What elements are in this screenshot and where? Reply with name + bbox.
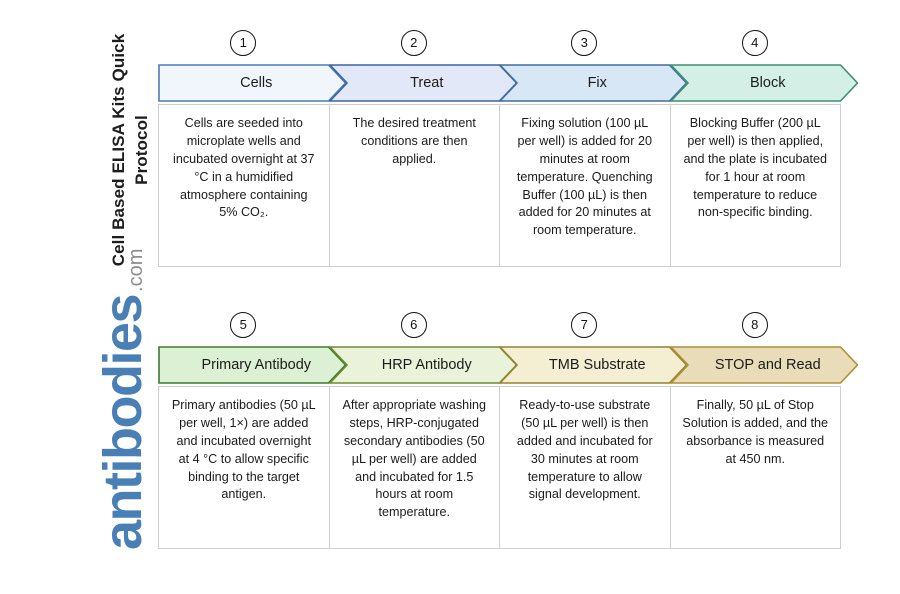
chevron-band-1: Cells Treat Fix Block xyxy=(158,64,858,104)
description-text-7: Ready-to-use substrate (50 µL per well) … xyxy=(516,398,653,502)
chevron-shape xyxy=(669,64,858,102)
chevron-band-2: Primary Antibody HRP Antibody TMB Substrat… xyxy=(158,346,858,386)
chevron-label-6: HRP Antibody xyxy=(381,357,472,373)
description-box-8: Finally, 50 µL of Stop Solution is added… xyxy=(669,386,841,549)
flow-row-2: 5 6 7 8 Primary Antibody HRP Antibody TMB Sub… xyxy=(158,312,858,549)
description-box-1: Cells are seeded into microplate wells a… xyxy=(158,104,330,267)
step-number-2: 2 xyxy=(400,30,427,56)
chevron-label-1: Cells xyxy=(240,75,273,91)
chevron-step-2[interactable]: Treat xyxy=(328,64,517,102)
chevron-step-3[interactable]: Fix xyxy=(499,64,688,102)
description-box-3: Fixing solution (100 µL per well) is add… xyxy=(499,104,671,267)
logo-wordmark: antibodies xyxy=(93,294,153,550)
step-number-band-2: 5 6 7 8 xyxy=(158,312,840,346)
chevron-step-7[interactable]: TMB Substrate xyxy=(499,346,688,384)
step-number-5: 5 xyxy=(230,312,257,338)
description-text-4: Blocking Buffer (200 µL per well) is the… xyxy=(683,116,828,220)
description-text-6: After appropriate washing steps, HRP-con… xyxy=(342,398,486,520)
chevron-label-5: Primary Antibody xyxy=(201,357,312,373)
antibodies-logo: antibodies .com xyxy=(0,249,153,568)
logo-domain-suffix: .com xyxy=(125,248,147,292)
step-number-4: 4 xyxy=(741,30,768,56)
step-number-6: 6 xyxy=(400,312,427,338)
vertical-title: Cell Based ELISA Kits Quick Protocol xyxy=(0,0,151,300)
step-number-band-1: 1 2 3 4 xyxy=(158,30,840,64)
description-box-6: After appropriate washing steps, HRP-con… xyxy=(328,386,500,549)
step-number-3: 3 xyxy=(571,30,598,56)
chevron-label-2: Treat xyxy=(410,75,444,91)
chevron-label-8: STOP and Read xyxy=(714,357,821,373)
description-text-3: Fixing solution (100 µL per well) is add… xyxy=(516,116,653,238)
chevron-step-5[interactable]: Primary Antibody xyxy=(158,346,347,384)
description-box-5: Primary antibodies (50 µL per well, 1×) … xyxy=(158,386,330,549)
description-box-4: Blocking Buffer (200 µL per well) is the… xyxy=(669,104,841,267)
flow-row-1: 1 2 3 4 Cells Treat Fix Block Cells are seeded… xyxy=(158,30,858,267)
chevron-step-6[interactable]: HRP Antibody xyxy=(328,346,517,384)
chevron-step-1[interactable]: Cells xyxy=(158,64,347,102)
chevron-label-4: Block xyxy=(750,75,786,91)
chevron-label-7: TMB Substrate xyxy=(548,357,646,373)
step-number-7: 7 xyxy=(571,312,598,338)
description-text-2: The desired treatment conditions are the… xyxy=(352,116,476,166)
step-number-1: 1 xyxy=(230,30,257,56)
chevron-shape xyxy=(669,346,858,384)
description-box-7: Ready-to-use substrate (50 µL per well) … xyxy=(499,386,671,549)
description-text-1: Cells are seeded into microplate wells a… xyxy=(173,116,315,220)
description-text-8: Finally, 50 µL of Stop Solution is added… xyxy=(682,398,829,466)
description-text-5: Primary antibodies (50 µL per well, 1×) … xyxy=(171,398,316,502)
step-number-8: 8 xyxy=(741,312,768,338)
chevron-label-3: Fix xyxy=(587,75,607,91)
chevron-step-8[interactable]: STOP and Read xyxy=(669,346,858,384)
description-box-2: The desired treatment conditions are the… xyxy=(328,104,500,267)
chevron-step-4[interactable]: Block xyxy=(669,64,858,102)
